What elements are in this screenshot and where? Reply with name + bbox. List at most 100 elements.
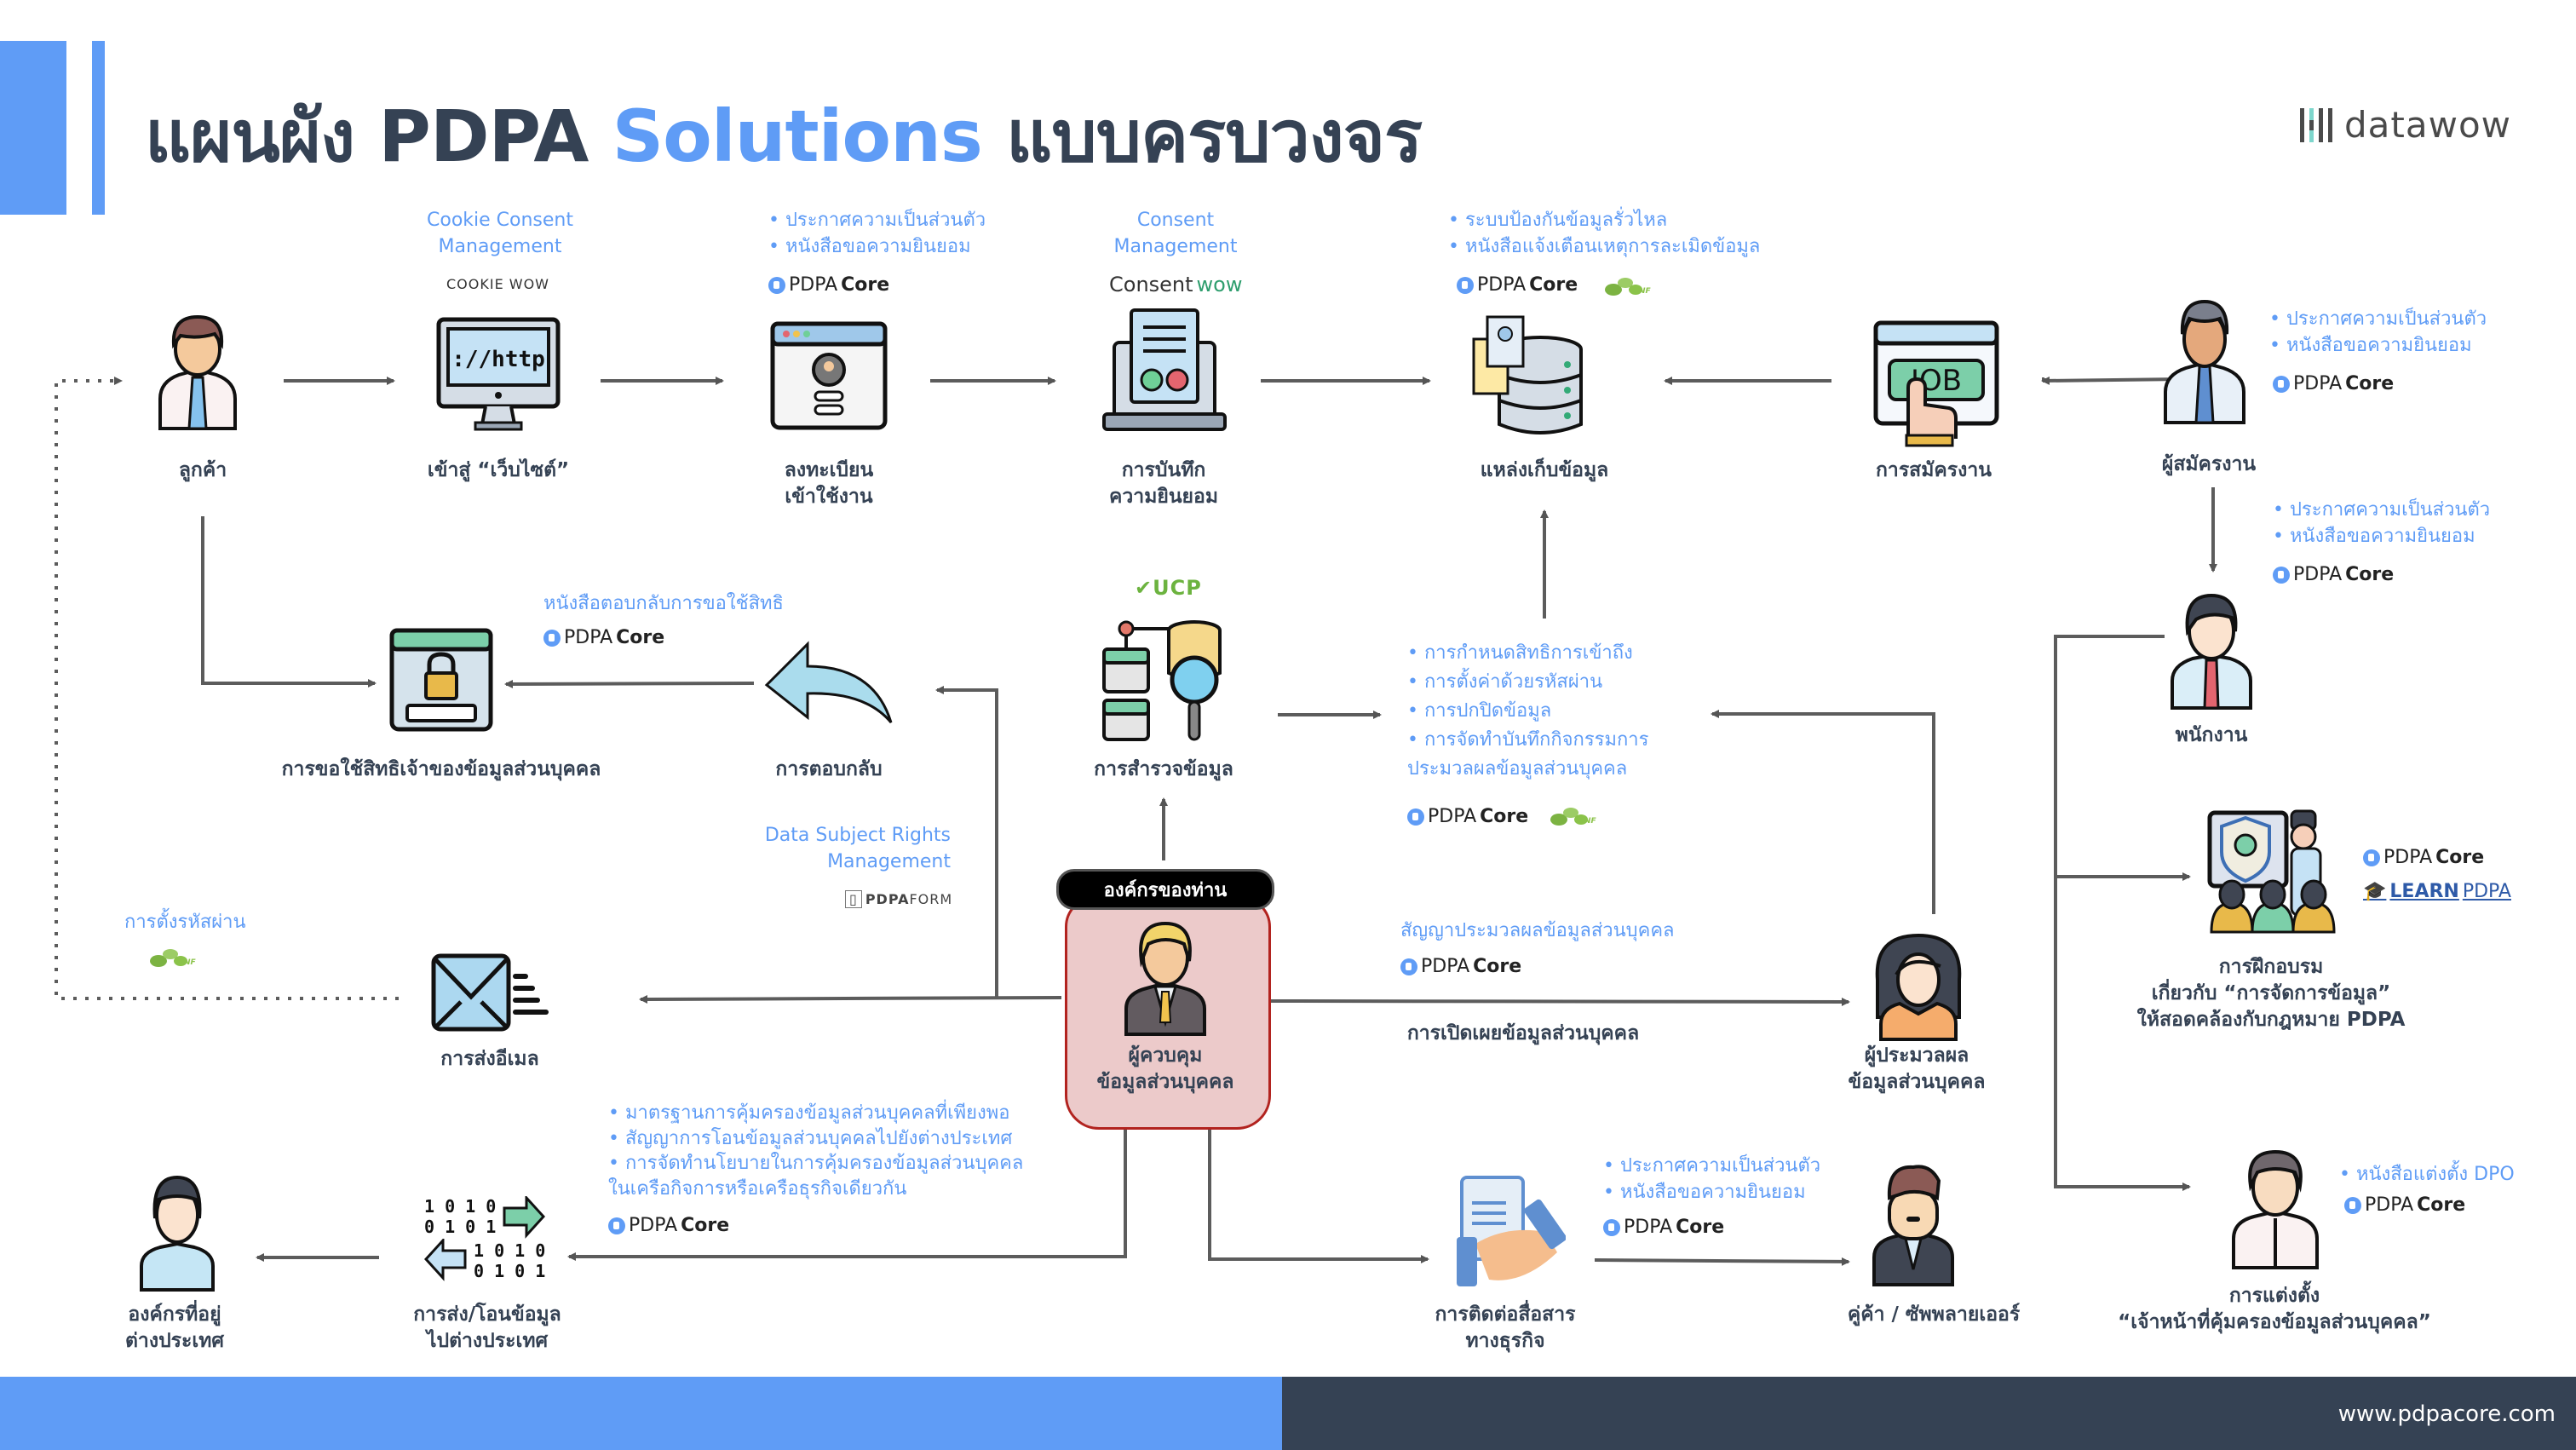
- data-transfer-icon: 1 0 1 0 0 1 0 1 1 0 1 0 0 1 0 1: [424, 1196, 552, 1281]
- customer-avatar-icon: [158, 314, 237, 430]
- business-handshake-icon: [1457, 1176, 1566, 1286]
- processor-avatar-icon: [1875, 933, 1962, 1041]
- node-label-data-store: แหล่งเก็บข้อมูล: [1480, 459, 1609, 481]
- pdpacore-icon: [2363, 849, 2380, 866]
- note-applicant: • ประกาศความเป็นส่วนตัว• หนังสือขอความยิ…: [2269, 308, 2487, 356]
- node-label-website: เข้าสู่ “เว็บไซต์”: [427, 459, 570, 481]
- datawow-logo-text: datawow: [2344, 104, 2511, 146]
- email-envelope-icon: [431, 953, 549, 1032]
- node-label-partner: คู่ค้า / ซัพพลายเออร์: [1847, 1303, 2021, 1326]
- datawow-logo: datawow: [2300, 104, 2511, 146]
- nforce-secure-logo: NF: [1605, 278, 1652, 296]
- pdpacore-icon: [1407, 808, 1424, 826]
- node-label-business-contact: การติดต่อสื่อสารทางธุรกิจ: [1435, 1303, 1576, 1353]
- partner-avatar-icon: [1872, 1165, 1954, 1286]
- employee-avatar-icon: [2171, 593, 2252, 710]
- arrow-response-rights: [504, 679, 755, 688]
- transfer-bits-row2: 0 1 0 1: [424, 1217, 497, 1237]
- node-label-response: การตอบกลับ: [775, 758, 883, 780]
- pdpaform-logo: ▯PDPAFORM: [845, 890, 952, 908]
- arrow-controller-business: [1208, 1125, 1429, 1263]
- pdpacore-icon: [2273, 375, 2290, 393]
- node-label-job-application: การสมัครงาน: [1875, 459, 1992, 481]
- note-password-setting: การตั้งรหัสผ่าน: [124, 912, 246, 933]
- arrow-customer-rights: [201, 516, 377, 688]
- note-cross-border-transfer: • มาตรฐานการคุ้มครองข้อมูลส่วนบุคคลที่เพ…: [608, 1102, 1024, 1200]
- footer-url-link[interactable]: www.pdpacore.com: [2337, 1401, 2556, 1427]
- node-label-training: การฝึกอบรมเกี่ยวกับ “การจัดการข้อมูล”ให้…: [2136, 956, 2406, 1032]
- cookiewow-logo: COOKIE WOW: [446, 276, 549, 292]
- note-register: • ประกาศความเป็นส่วนตัว• หนังสือขอความยิ…: [768, 210, 986, 257]
- node-label-transfer: การส่ง/โอนข้อมูลไปต่างประเทศ: [413, 1303, 561, 1353]
- node-label-consent-record: การบันทึกความยินยอม: [1108, 459, 1219, 509]
- pdpacore-icon: [543, 629, 561, 647]
- ucp-check-icon: ✔: [1135, 576, 1153, 600]
- note-data-store: • ระบบป้องกันข้อมูลรั่วไหล• หนังสือแจ้งเ…: [1448, 210, 1761, 257]
- applicant-avatar-icon: [2164, 299, 2245, 424]
- pdpacore-icon: [2344, 1196, 2361, 1214]
- rights-request-lock-icon: [389, 628, 493, 732]
- node-label-processor: ผู้ประมวลผลข้อมูลส่วนบุคคล: [1848, 1044, 1986, 1094]
- header-accent-line: [92, 41, 105, 215]
- pdpacore-icon: [1400, 958, 1417, 975]
- graduation-cap-icon: 🎓: [2363, 881, 2387, 902]
- reply-arrow-icon: [764, 641, 893, 723]
- arrow-employee-dpo: [2054, 635, 2191, 1191]
- header-accent-bar: [0, 41, 66, 215]
- pdpacore-icon: [608, 1217, 625, 1234]
- training-icon: [2207, 809, 2336, 934]
- arrow-business-partner: [1594, 1257, 1850, 1266]
- website-monitor-icon: ://http: [436, 317, 561, 431]
- note-response: หนังสือตอบกลับการขอใช้สิทธิ: [543, 593, 784, 614]
- node-label-rights-request: การขอใช้สิทธิเจ้าของข้อมูลส่วนบุคคล: [281, 758, 601, 780]
- title-prefix: แผนผัง PDPA: [145, 95, 612, 178]
- svg-text:NF: NF: [1639, 287, 1652, 296]
- arrow-email-customer-dotted: [55, 377, 399, 1000]
- node-label-employee: พนักงาน: [2175, 724, 2248, 746]
- node-label-disclosure: การเปิดเผยข้อมูลส่วนบุคคล: [1406, 1022, 1640, 1044]
- note-partner: • ประกาศความเป็นส่วนตัว• หนังสือขอความยิ…: [1603, 1155, 1821, 1203]
- pdpacore-icon: [1457, 276, 1474, 294]
- data-survey-icon: [1102, 620, 1222, 741]
- node-label-email: การส่งอีเมล: [440, 1048, 539, 1070]
- footer-accent-bar: [0, 1377, 1282, 1450]
- node-label-dpo: การแต่งตั้ง“เจ้าหน้าที่คุ้มครองข้อมูลส่ว…: [2118, 1285, 2431, 1334]
- pdpacore-icon: [1603, 1218, 1620, 1236]
- transfer-bits-row4: 0 1 0 1: [474, 1261, 546, 1281]
- note-dpo-appointment: • หนังสือแต่งตั้ง DPO: [2339, 1164, 2515, 1185]
- overseas-org-avatar-icon: [140, 1175, 215, 1292]
- arrow-controller-email: [639, 994, 1062, 1004]
- arrow-right-green-icon: [503, 1196, 545, 1239]
- arrow-controller-processor: [1268, 997, 1850, 1006]
- data-store-database-icon: [1472, 315, 1583, 434]
- controller-avatar-icon: [1124, 921, 1206, 1036]
- form-document-icon: ▯: [845, 890, 862, 908]
- nforce-secure-logo: NF: [150, 949, 197, 967]
- page-title: แผนผัง PDPA Solutions แบบครบวงจร: [145, 78, 1423, 193]
- pdpacore-icon: [2273, 566, 2290, 584]
- arrow-processor-security: [1711, 710, 1935, 914]
- svg-text:://http: ://http: [451, 347, 545, 372]
- nforce-secure-logo: NF: [1550, 808, 1597, 826]
- register-browser-icon: [770, 321, 888, 430]
- note-processing-contract: สัญญาประมวลผลข้อมูลส่วนบุคคล: [1400, 920, 1675, 941]
- node-label-controller: ผู้ควบคุมข้อมูลส่วนบุคคล: [1096, 1044, 1234, 1094]
- node-label-customer: ลูกค้า: [178, 459, 227, 481]
- svg-text:NF: NF: [184, 958, 197, 967]
- note-security-measures: • การกำหนดสิทธิการเข้าถึง• การตั้งค่าด้ว…: [1407, 642, 1649, 780]
